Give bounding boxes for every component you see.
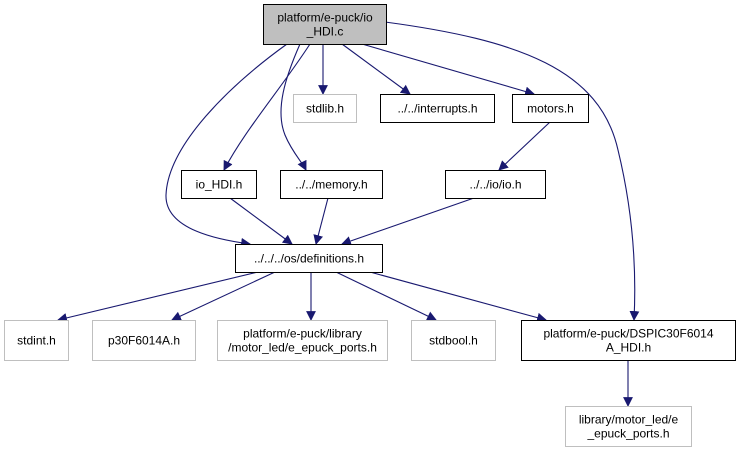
node-box bbox=[521, 320, 736, 361]
edge-definitions-to-p30f bbox=[171, 271, 276, 321]
node-memory[interactable]: ../../memory.h bbox=[280, 170, 383, 199]
node-box bbox=[235, 244, 383, 273]
node-box bbox=[445, 170, 546, 199]
node-label: motors.h bbox=[527, 102, 574, 116]
node-label: A_HDI.h bbox=[606, 341, 651, 355]
node-box bbox=[380, 94, 495, 123]
node-ports-local: library/motor_led/e_epuck_ports.h bbox=[565, 406, 692, 447]
node-label: stdlib.h bbox=[306, 102, 344, 116]
node-box bbox=[280, 170, 383, 199]
node-label: platform/e-puck/io bbox=[277, 11, 373, 25]
edge-root-to-interrupts bbox=[341, 43, 411, 95]
node-box bbox=[217, 320, 388, 361]
node-io-hdi[interactable]: io_HDI.h bbox=[181, 170, 257, 199]
node-box bbox=[411, 320, 496, 361]
node-box bbox=[263, 4, 387, 45]
node-interrupts[interactable]: ../../interrupts.h bbox=[380, 94, 495, 123]
edge-definitions-to-stdbool bbox=[335, 271, 437, 321]
edge-definitions-to-stdint bbox=[57, 271, 259, 323]
node-label: /motor_led/e_epuck_ports.h bbox=[228, 341, 377, 355]
node-label: stdint.h bbox=[17, 334, 56, 348]
node-label: io_HDI.h bbox=[196, 178, 243, 192]
node-label: ../../../os/definitions.h bbox=[254, 252, 364, 266]
node-label: platform/e-puck/library bbox=[243, 327, 362, 341]
edge-definitions-to-dspic bbox=[369, 271, 547, 323]
node-label: platform/e-puck/DSPIC30F6014 bbox=[543, 327, 713, 341]
edge-io_hdi-to-definitions bbox=[229, 197, 293, 245]
node-label: ../../io/io.h bbox=[469, 178, 521, 192]
node-label: _HDI.c bbox=[306, 25, 344, 39]
node-box bbox=[4, 320, 69, 361]
edge-io-to-definitions bbox=[341, 197, 475, 246]
node-io[interactable]: ../../io/io.h bbox=[445, 170, 546, 199]
node-root[interactable]: platform/e-puck/io_HDI.c bbox=[263, 4, 387, 45]
node-p30f: p30F6014A.h bbox=[92, 320, 196, 361]
edge-root-to-motors bbox=[361, 43, 535, 97]
edge-root-to-memory bbox=[280, 43, 307, 171]
node-label: _epuck_ports.h bbox=[586, 427, 669, 441]
node-label: library/motor_led/e bbox=[579, 413, 679, 427]
node-stdint: stdint.h bbox=[4, 320, 69, 361]
node-label: ../../interrupts.h bbox=[397, 102, 477, 116]
node-motors[interactable]: motors.h bbox=[512, 94, 589, 123]
node-stdlib: stdlib.h bbox=[293, 94, 357, 123]
node-box bbox=[181, 170, 257, 199]
node-label: ../../memory.h bbox=[295, 178, 367, 192]
edge-motors-to-io bbox=[498, 121, 551, 171]
node-label: p30F6014A.h bbox=[108, 334, 180, 348]
edge-memory-to-definitions bbox=[313, 197, 329, 245]
nodes-layer: platform/e-puck/io_HDI.c stdlib.h ../../in… bbox=[4, 4, 736, 447]
edges-layer bbox=[57, 21, 640, 407]
edge-root-to-dspic bbox=[384, 21, 640, 321]
edge-root-to-io_hdi bbox=[223, 43, 311, 171]
node-box bbox=[512, 94, 589, 123]
node-box bbox=[92, 320, 196, 361]
node-box bbox=[565, 406, 692, 447]
node-box bbox=[293, 94, 357, 123]
node-stdbool: stdbool.h bbox=[411, 320, 496, 361]
node-label: stdbool.h bbox=[429, 334, 478, 348]
edge-root-to-definitions bbox=[165, 43, 288, 248]
node-ports-lib: platform/e-puck/library/motor_led/e_epuc… bbox=[217, 320, 388, 361]
node-definitions[interactable]: ../../../os/definitions.h bbox=[235, 244, 383, 273]
